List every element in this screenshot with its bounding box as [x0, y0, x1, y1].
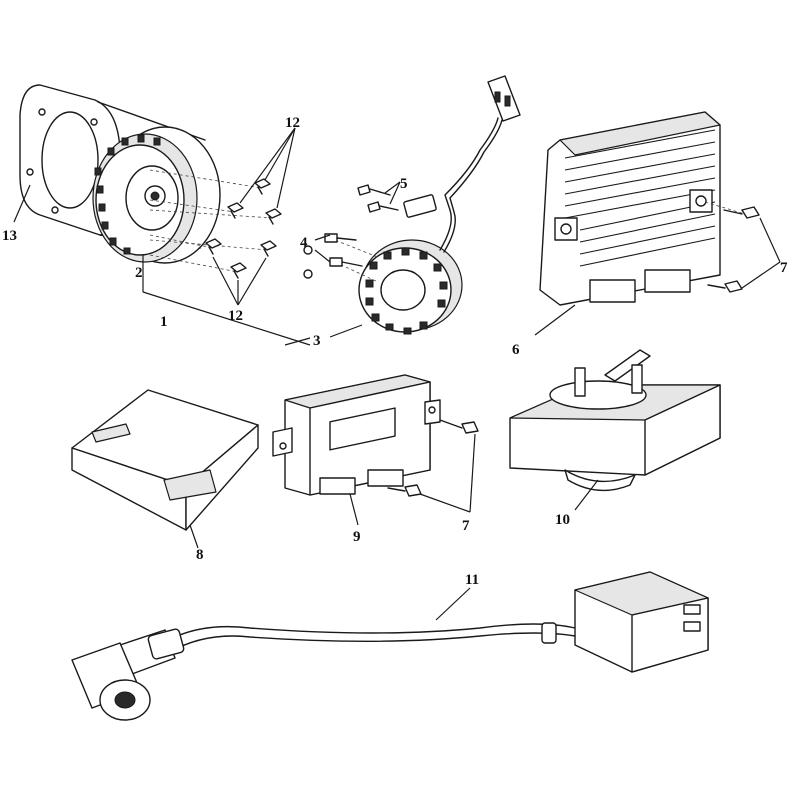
- part-10-relay: [509, 349, 721, 511]
- callout-4: 4: [300, 235, 308, 251]
- callout-5: 5: [400, 176, 408, 192]
- part-6-regulator: [534, 111, 721, 336]
- callout-7-regulator: 7: [780, 260, 788, 276]
- callout-11: 11: [465, 572, 479, 588]
- callout-labels: 1 2 3 4 5 6 7 8 9 7 10 11 12 12 13: [2, 115, 788, 588]
- callout-2: 2: [135, 265, 143, 281]
- part-1-flywheel-rotor: [92, 126, 221, 264]
- callout-13: 13: [2, 228, 17, 244]
- callout-6: 6: [512, 342, 520, 358]
- callout-1: 1: [160, 314, 168, 330]
- callout-7-control: 7: [462, 518, 470, 534]
- part-3-stator: [358, 75, 521, 335]
- callout-12-upper: 12: [285, 115, 300, 131]
- part-9-control-unit: [272, 374, 441, 526]
- callout-10: 10: [555, 512, 570, 528]
- part-12-bolts: [149, 127, 296, 306]
- callout-8: 8: [196, 547, 204, 563]
- part-5-screws: [357, 181, 401, 213]
- callout-12-lower: 12: [228, 308, 243, 324]
- part-7-bolts-upper: [704, 201, 781, 293]
- part-4-screws: [303, 233, 381, 283]
- callout-3: 3: [313, 333, 321, 349]
- part-7-bolts-lower: [387, 419, 479, 513]
- callout-9: 9: [353, 529, 361, 545]
- part-8-cdi-box: [71, 389, 259, 549]
- part-11-ignition-coil: [71, 571, 709, 721]
